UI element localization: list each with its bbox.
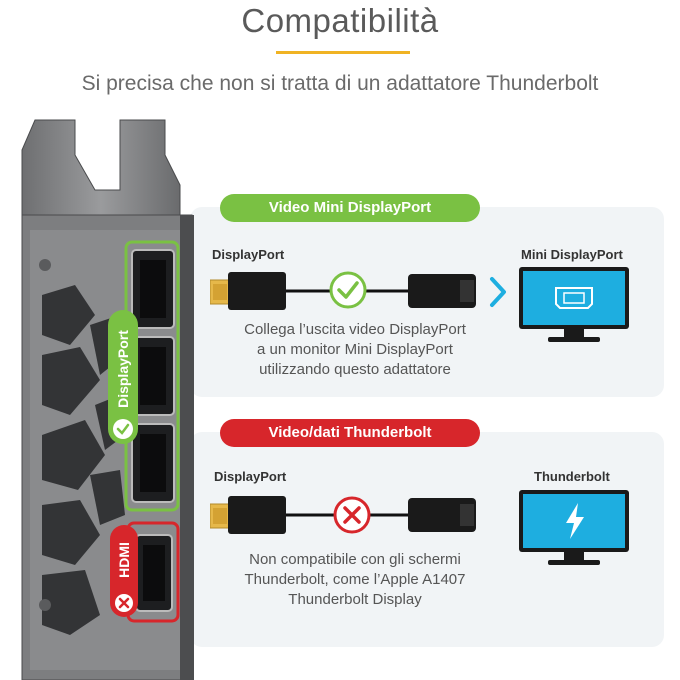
check-circle-icon — [113, 419, 133, 439]
x-circle-icon — [115, 594, 133, 612]
compatible-description-line: utilizzando questo adattatore — [259, 361, 451, 378]
adapter-cable-compatible — [210, 272, 476, 310]
page-subtitle: Si precisa che non si tratta di un adatt… — [81, 72, 599, 95]
thunderbolt-icon — [566, 503, 584, 539]
thunderbolt-monitor — [519, 490, 629, 565]
x-circle-icon — [333, 496, 371, 534]
compatible-description-line: a un monitor Mini DisplayPort — [257, 341, 453, 358]
displayport-tag: DisplayPort — [108, 310, 138, 444]
check-circle-icon — [329, 271, 367, 309]
compatible-source-label: DisplayPort — [212, 247, 285, 262]
compatible-pill: Video Mini DisplayPort — [220, 194, 480, 222]
incompatible-source-label: DisplayPort — [214, 469, 287, 484]
gpu-bracket-illustration — [21, 119, 194, 680]
incompatible-description-line: Thunderbolt, come l’Apple A1407 — [244, 571, 466, 588]
hdmi-tag: HDMI — [110, 525, 138, 617]
mini-displayport-monitor — [519, 267, 629, 342]
incompatible-target-label: Thunderbolt — [534, 469, 610, 484]
compatible-description: Collega l’uscita video DisplayPort a un … — [205, 320, 505, 380]
incompatible-description-line: Thunderbolt Display — [288, 591, 422, 608]
page-title: Compatibilità — [241, 2, 439, 39]
displayport-tag-text: DisplayPort — [115, 330, 131, 408]
chevron-right-icon — [490, 277, 506, 307]
mini-displayport-icon — [555, 287, 593, 309]
compatible-target-label: Mini DisplayPort — [521, 247, 623, 262]
incompatible-description: Non compatibile con gli schermi Thunderb… — [205, 550, 505, 610]
title-underline — [276, 51, 410, 54]
hdmi-tag-text: HDMI — [116, 542, 132, 578]
compatible-description-line: Collega l’uscita video DisplayPort — [244, 321, 466, 338]
incompatible-description-line: Non compatibile con gli schermi — [249, 551, 461, 568]
incompatible-pill: Video/dati Thunderbolt — [220, 419, 480, 447]
